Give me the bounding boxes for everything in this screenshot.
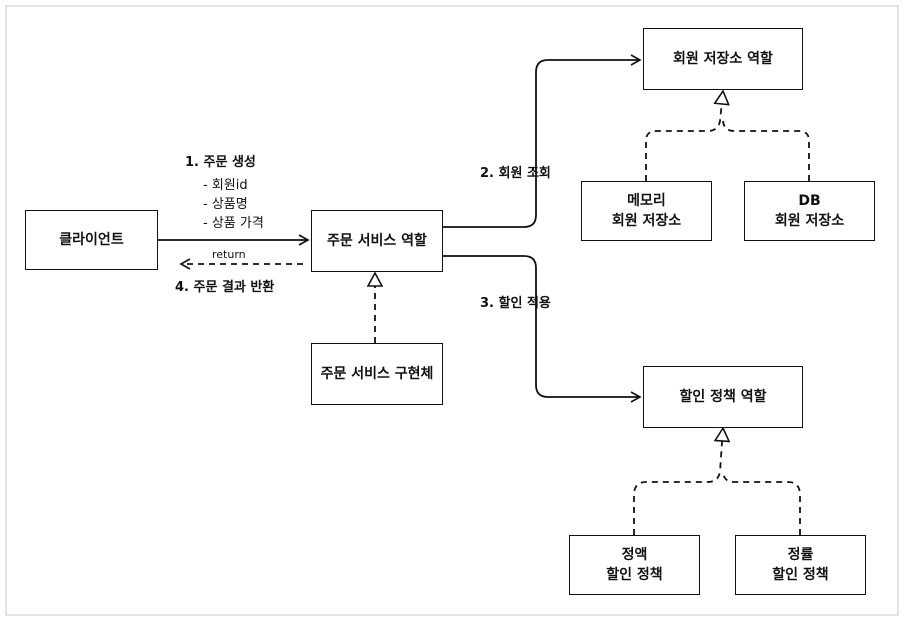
box-label: 주문 서비스 역할	[327, 231, 427, 251]
box-label-line: 회원 저장소	[774, 213, 845, 229]
box-label-line: 주문 서비스 구현체	[320, 365, 434, 382]
edge-db-repo-realization	[722, 120, 810, 181]
step4-label: 4. 주문 결과 반환	[175, 280, 275, 295]
box-label-line: 메모리	[627, 192, 666, 209]
box-label-line: 정액	[621, 546, 648, 563]
step2-label: 2. 회원 조회	[480, 166, 551, 181]
box-label: 주문 서비스 구현체	[321, 364, 434, 384]
member-repository-role-box: 회원 저장소 역할	[643, 28, 803, 90]
discount-policy-role-box: 할인 정책 역할	[643, 366, 803, 428]
step1-param-product-name: - 상품명	[203, 197, 248, 212]
box-label-line: 회원 저장소 역할	[673, 50, 773, 67]
box-label: 회원 저장소 역할	[673, 49, 773, 69]
box-label-line: 할인 정책 역할	[679, 388, 767, 405]
box-label-line: 할인 정책	[606, 567, 663, 583]
edge-member-lookup	[443, 54, 642, 228]
return-label: return	[212, 248, 246, 261]
order-service-impl-box: 주문 서비스 구현체	[311, 343, 443, 405]
step3-label: 3. 할인 적용	[480, 296, 551, 311]
edge-fixed-discount-realization	[633, 428, 723, 535]
box-label-line: 정률	[787, 546, 814, 563]
box-label-line: 회원 저장소	[611, 213, 682, 229]
box-label-line: 클라이언트	[59, 231, 124, 248]
step1-param-product-price: - 상품 가격	[203, 216, 264, 231]
edge-memory-repo-realization	[645, 91, 723, 181]
box-label: DB 회원 저장소	[775, 191, 844, 232]
order-service-role-box: 주문 서비스 역할	[311, 210, 443, 272]
client-box: 클라이언트	[25, 210, 158, 270]
box-label: 할인 정책 역할	[679, 387, 766, 407]
edge-rate-discount-realization	[722, 471, 801, 535]
step1-label: 1. 주문 생성	[185, 155, 256, 170]
db-member-repository-box: DB 회원 저장소	[744, 181, 875, 241]
step1-param-member-id: - 회원id	[203, 178, 248, 193]
outer-frame	[5, 5, 899, 616]
edge-apply-discount	[443, 255, 642, 403]
box-label-line: DB	[798, 192, 821, 209]
box-label: 클라이언트	[59, 230, 123, 250]
box-label-line: 주문 서비스 역할	[327, 232, 427, 249]
box-label-line: 할인 정책	[772, 567, 829, 583]
